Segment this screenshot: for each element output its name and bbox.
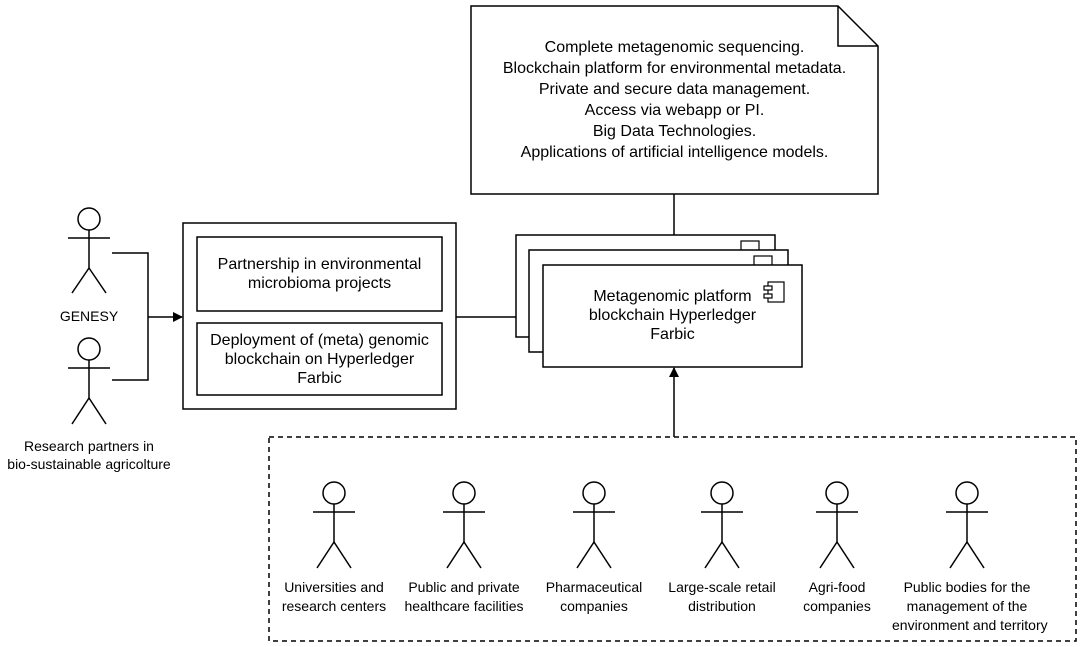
stakeholder-label-line: companies [803, 598, 871, 614]
stakeholder-label-line: healthcare facilities [404, 598, 524, 614]
research-partners-actor-icon [68, 337, 110, 425]
genesy-label: GENESY [59, 308, 119, 324]
stakeholder-label: Public bodies for the management of the … [892, 578, 1048, 635]
stakeholder-label-line: distribution [688, 598, 756, 614]
stakeholder-label-line: Public bodies for the [903, 579, 1031, 595]
features-note [470, 5, 879, 195]
platform-text-line: Farbic [650, 325, 695, 343]
stakeholder-label-line: Pharmaceutical [545, 579, 643, 595]
stakeholders-container [268, 436, 1077, 642]
stakeholder-label-line: companies [560, 598, 628, 614]
stakeholder-actor-icon [946, 481, 988, 569]
research-partners-label-line: Research partners in [24, 438, 154, 454]
stakeholder-label-line: Public and private [408, 579, 520, 595]
features-note-text: Complete metagenomic sequencing. Blockch… [471, 6, 878, 194]
stakeholder-actor-icon [443, 481, 485, 569]
stakeholder-actor-icon [816, 481, 858, 569]
deployment-box [196, 322, 443, 396]
deployment-text-line: Farbic [297, 369, 342, 387]
component-icon [763, 281, 785, 303]
feature-line: Blockchain platform for environmental me… [502, 60, 847, 77]
stakeholder-actor-icon [573, 481, 615, 569]
partnership-text-line: microbioma projects [247, 275, 392, 292]
feature-line: Big Data Technologies. [592, 123, 757, 140]
genesy-actor-icon [68, 207, 110, 294]
partnership-box [196, 236, 443, 312]
deployment-text: Deployment of (meta) genomic blockchain … [197, 323, 442, 395]
partnership-text-line: Partnership in environmental [217, 256, 422, 273]
platform-box [542, 264, 803, 368]
partnership-text: Partnership in environmental microbioma … [197, 237, 442, 311]
stakeholder-actor-icon [313, 481, 355, 569]
stakeholder-label: Agri-food companies [787, 578, 887, 616]
feature-line: Access via webapp or PI. [584, 102, 765, 119]
feature-line: Complete metagenomic sequencing. [544, 39, 805, 56]
stakeholder-label: Public and private healthcare facilities [399, 578, 529, 616]
stakeholder-label-line: Agri-food [808, 579, 866, 595]
platform-text-line: Metagenomic platform [593, 287, 752, 305]
stakeholder-label-line: research centers [281, 598, 387, 614]
stakeholder-label-line: environment and territory [892, 617, 1048, 633]
research-partners-label: Research partners in bio-sustainable agr… [0, 437, 179, 473]
stakeholder-actor-icon [701, 481, 743, 569]
feature-line: Applications of artificial intelligence … [520, 144, 829, 161]
stakeholder-label-line: Universities and [284, 579, 384, 595]
stakeholder-label-line: management of the [906, 598, 1028, 614]
deployment-text-line: Deployment of (meta) genomic [210, 331, 429, 349]
stakeholder-label: Large-scale retail distribution [657, 578, 787, 616]
stakeholder-label-line: Large-scale retail [668, 579, 776, 595]
platform-text: Metagenomic platform blockchain Hyperled… [543, 277, 802, 353]
feature-line: Private and secure data management. [538, 81, 811, 98]
platform-text-line: blockchain Hyperledger [588, 306, 757, 324]
stakeholder-label: Pharmaceutical companies [534, 578, 654, 616]
deployment-text-line: blockchain on Hyperledger [224, 350, 415, 368]
research-partners-label-line: bio-sustainable agricolture [7, 456, 171, 472]
stakeholder-label: Universities and research centers [274, 578, 394, 616]
